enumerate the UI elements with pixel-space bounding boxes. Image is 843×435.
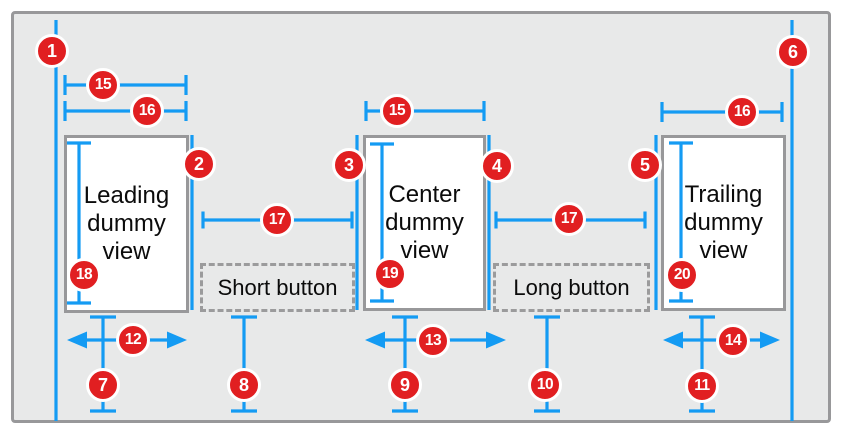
center-dummy-view: Center dummy view [363, 135, 486, 311]
long-button-label: Long button [513, 274, 630, 300]
short-button-label: Short button [217, 274, 338, 300]
long-button: Long button [493, 263, 650, 312]
trailing-dummy-view: Trailing dummy view [661, 135, 786, 311]
trailing-dummy-view-label: Trailing dummy view [684, 181, 763, 264]
leading-dummy-view: Leading dummy view [64, 135, 189, 313]
short-button: Short button [200, 263, 355, 312]
leading-dummy-view-label: Leading dummy view [83, 182, 170, 265]
center-dummy-view-label: Center dummy view [385, 181, 464, 264]
